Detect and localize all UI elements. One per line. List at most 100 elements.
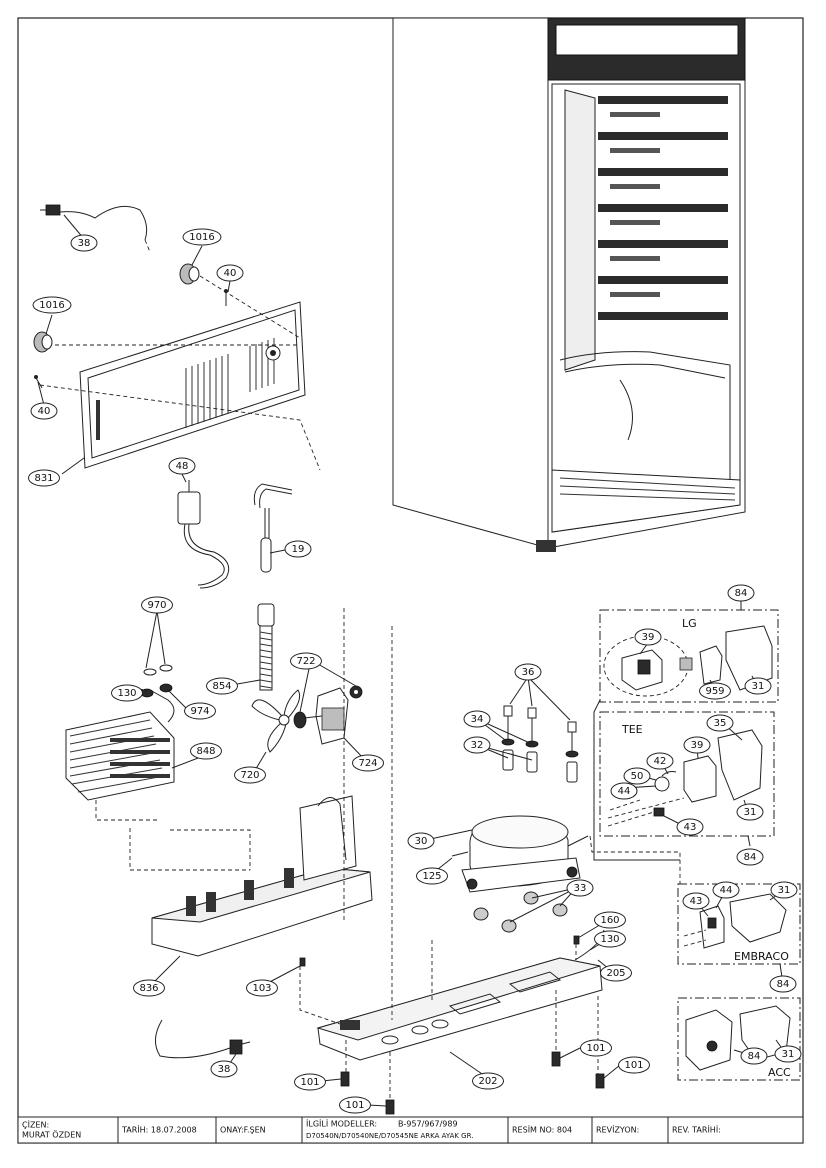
callout-101: 101 — [339, 1096, 371, 1114]
tb-revizyon: REVİZYON: — [596, 1125, 639, 1135]
callout-ellipse — [190, 742, 222, 760]
power-cord-bottom — [155, 1019, 251, 1059]
callout-number: 84 — [744, 852, 757, 863]
callout-ellipse — [216, 264, 244, 282]
callout-ellipse — [182, 228, 222, 246]
callout-ellipse — [580, 1039, 612, 1057]
compressor — [451, 815, 589, 893]
callout-ellipse — [682, 892, 710, 910]
callout-831: 831 — [28, 469, 60, 487]
base-bolts-101 — [340, 1051, 605, 1115]
callout-ellipse — [727, 584, 755, 602]
variant-label-tee: TEE — [621, 723, 643, 736]
callout-970: 970 — [141, 596, 173, 614]
callout-ellipse — [736, 848, 764, 866]
callout-44: 44 — [610, 782, 638, 800]
callout-number: 848 — [196, 746, 215, 757]
callout-number: 38 — [78, 238, 91, 249]
callout-ellipse — [111, 684, 143, 702]
callout-36: 36 — [514, 663, 542, 681]
callout-number: 31 — [744, 807, 757, 818]
tb-tarih: TARİH: 18.07.2008 — [121, 1125, 197, 1135]
callout-number: 836 — [139, 983, 158, 994]
tb-cizen-name: MURAT ÖZDEN — [22, 1130, 81, 1140]
variant-label-lg: LG — [682, 617, 697, 630]
callout-43: 43 — [676, 818, 704, 836]
callout-number: 959 — [705, 686, 724, 697]
callout-103: 103 — [246, 979, 278, 997]
callout-number: 44 — [720, 885, 733, 896]
capacitor — [177, 480, 230, 589]
callout-48: 48 — [168, 457, 196, 475]
callout-number: 33 — [574, 883, 587, 894]
callout-724: 724 — [352, 754, 384, 772]
callout-ellipse — [28, 469, 60, 487]
callout-ellipse — [472, 1072, 504, 1090]
callout-43: 43 — [682, 892, 710, 910]
callout-ellipse — [566, 879, 594, 897]
tb-cizen-label: ÇİZEN: — [22, 1120, 49, 1130]
callout-ellipse — [290, 652, 322, 670]
callout-ellipse — [234, 766, 266, 784]
callout-number: 39 — [642, 632, 655, 643]
callout-ellipse — [416, 867, 448, 885]
base-plate — [316, 929, 605, 1061]
callout-720: 720 — [234, 766, 266, 784]
callout-ellipse — [184, 702, 216, 720]
callout-ellipse — [683, 736, 711, 754]
variant-box-acc — [677, 997, 801, 1081]
callout-160: 160 — [594, 911, 626, 929]
callout-ellipse — [736, 803, 764, 821]
callout-number: 84 — [748, 1051, 761, 1062]
drain-hose — [257, 603, 275, 691]
callout-ellipse — [246, 979, 278, 997]
callout-205: 205 — [600, 964, 632, 982]
callout-ellipse — [770, 881, 798, 899]
condenser-fan — [251, 689, 307, 753]
callout-ellipse — [210, 1060, 238, 1078]
callout-number: 38 — [218, 1064, 231, 1075]
callout-40: 40 — [30, 402, 58, 420]
callout-ellipse — [774, 1045, 802, 1063]
tb-rev-tarihi: REV. TARİHİ: — [672, 1125, 721, 1135]
callout-1016: 1016 — [32, 296, 72, 314]
callout-ellipse — [168, 457, 196, 475]
tb-onay: ONAY:F.ŞEN — [220, 1126, 266, 1135]
callout-number: 970 — [147, 600, 166, 611]
callout-31: 31 — [744, 677, 772, 695]
callout-ellipse — [594, 930, 626, 948]
callout-number: 1016 — [189, 232, 214, 243]
callout-974: 974 — [184, 702, 216, 720]
callout-125: 125 — [416, 867, 448, 885]
tb-ilgili-label: İLGİLİ MODELLER: — [306, 1119, 377, 1129]
callout-number: 974 — [190, 706, 209, 717]
callout-ellipse — [740, 1047, 768, 1065]
condenser-coil — [65, 689, 175, 821]
callout-31: 31 — [774, 1045, 802, 1063]
callout-number: 202 — [478, 1076, 497, 1087]
callout-130: 130 — [594, 930, 626, 948]
callout-number: 125 — [422, 871, 441, 882]
callout-34: 34 — [463, 710, 491, 728]
callout-number: 43 — [684, 822, 697, 833]
tb-models-line2: D70540N/D70540NE/D70545NE ARKA AYAK GR. — [306, 1132, 473, 1140]
callout-ellipse — [463, 736, 491, 754]
compressor-bolts-36 — [503, 705, 577, 752]
callout-number: 31 — [782, 1049, 795, 1060]
grommet-1016-lower — [33, 331, 53, 353]
callout-number: 724 — [358, 758, 377, 769]
callout-number: 34 — [471, 714, 484, 725]
refrigerator-cabinet — [392, 17, 746, 552]
callout-number: 84 — [777, 979, 790, 990]
tb-ilgili-models: B-957/967/989 — [398, 1120, 458, 1129]
callout-848: 848 — [190, 742, 222, 760]
thermal-sensor — [253, 483, 293, 573]
callout-number: 44 — [618, 786, 631, 797]
callout-number: 101 — [300, 1077, 319, 1088]
callout-ellipse — [284, 540, 312, 558]
power-cord-top — [40, 204, 151, 253]
callout-50: 50 — [623, 767, 651, 785]
callout-ellipse — [294, 1073, 326, 1091]
callout-33: 33 — [566, 879, 594, 897]
